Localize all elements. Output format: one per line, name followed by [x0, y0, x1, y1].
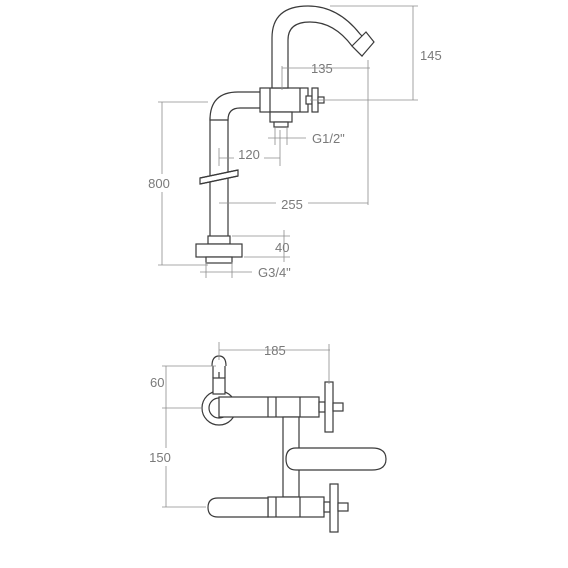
valve-body: [259, 87, 309, 113]
dimension-base-height: 40: [232, 230, 290, 262]
dimension-spout-height: 145: [310, 5, 442, 101]
dim-label-800: 800: [148, 176, 170, 191]
dim-label-40: 40: [275, 240, 289, 255]
dim-label-135: 135: [311, 61, 333, 76]
dim-label-185: 185: [264, 343, 286, 358]
inlet-nut: [269, 111, 293, 123]
dimension-width: 185: [218, 342, 330, 384]
dimension-base-thread: G3/4": [200, 262, 291, 280]
top-view: 185 60 150: [143, 342, 387, 533]
dimension-depth: 150: [143, 408, 206, 508]
dim-label-g34: G3/4": [258, 265, 291, 280]
column-elbow: [209, 91, 263, 121]
cross-handle-upper: [318, 381, 344, 433]
lower-body: [267, 496, 325, 518]
dimension-offset: 60: [150, 365, 216, 409]
dim-label-60: 60: [150, 375, 164, 390]
dimension-spout-reach: 135: [281, 60, 370, 205]
cross-handle-lower: [323, 483, 349, 533]
dimension-column-offset: 120: [218, 130, 281, 166]
dimension-total-reach: 255: [219, 196, 368, 212]
side-view: 800 145 135 G1/2" 120: [144, 5, 442, 280]
upper-body: [218, 396, 320, 418]
lower-bar: [207, 497, 269, 518]
spout-top: [285, 447, 387, 471]
base-mount: [195, 235, 243, 264]
dim-label-g12: G1/2": [312, 131, 345, 146]
dim-label-120: 120: [238, 147, 260, 162]
dim-label-150: 150: [149, 450, 171, 465]
vertical-column: [199, 117, 239, 244]
dim-label-145: 145: [420, 48, 442, 63]
dimension-height-total: 800: [144, 101, 208, 266]
dimension-inlet-thread: G1/2": [268, 128, 345, 146]
dim-label-255: 255: [281, 197, 303, 212]
